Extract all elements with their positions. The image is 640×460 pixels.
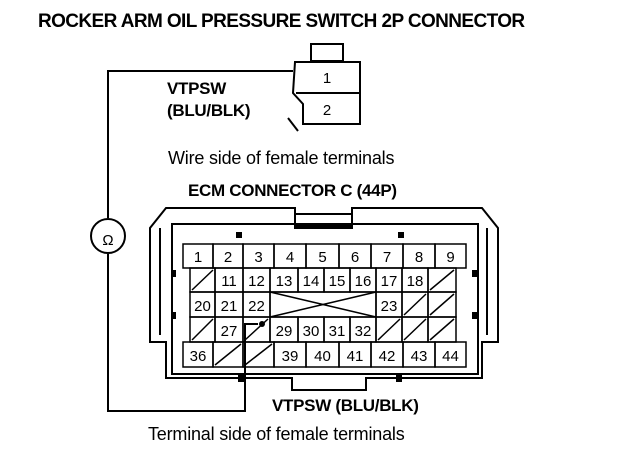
terminal-number-7: 7	[383, 249, 391, 266]
empty-cavity-slash	[244, 343, 273, 366]
meter-lead-to-ecm	[107, 254, 258, 412]
empty-cavity-slash	[377, 318, 401, 341]
terminal-number-40: 40	[314, 348, 331, 365]
latch-right-upper	[472, 270, 477, 277]
latch-bottom-left	[238, 374, 244, 382]
switch-lock-tab	[287, 117, 299, 132]
terminal-number-21: 21	[221, 298, 238, 315]
meter-lead-wires	[107, 70, 293, 412]
latch-left-upper	[171, 270, 176, 277]
switch-pin-2: 2	[323, 102, 331, 119]
probe-tip	[259, 321, 265, 327]
terminal-number-20: 20	[194, 298, 211, 315]
terminal-cell	[434, 341, 467, 368]
terminal-number-41: 41	[347, 348, 364, 365]
latch-right-lower	[472, 312, 477, 319]
ecm-wire-label: VTPSW (BLU/BLK)	[272, 396, 419, 415]
switch-connector-caption: Wire side of female terminals	[168, 148, 395, 168]
switch-connector-body	[291, 61, 361, 125]
switch-connector-tab	[310, 43, 344, 62]
ecm-connector-housing	[149, 207, 499, 391]
empty-cavity-slash	[191, 269, 214, 291]
terminal-number-9: 9	[446, 249, 454, 266]
terminal-number-1: 1	[194, 249, 202, 266]
empty-cavity-slash	[429, 269, 455, 291]
terminal-number-6: 6	[351, 249, 359, 266]
terminal-number-43: 43	[411, 348, 428, 365]
ecm-latch-marks	[171, 232, 477, 382]
meter-lead-to-switch	[107, 70, 293, 218]
terminal-number-27: 27	[221, 323, 238, 340]
terminal-number-14: 14	[303, 273, 320, 290]
switch-connector	[287, 43, 361, 132]
terminal-number-13: 13	[276, 273, 293, 290]
ecm-inner-rails	[159, 228, 488, 335]
empty-cavity-slash	[244, 318, 269, 341]
terminal-number-12: 12	[248, 273, 265, 290]
ecm-center-key	[294, 213, 353, 229]
terminal-number-39: 39	[282, 348, 299, 365]
terminal-number-31: 31	[329, 323, 346, 340]
ohmmeter-circle	[90, 218, 126, 254]
switch-wire-label-color: (BLU/BLK)	[167, 101, 251, 120]
diagram-title: ROCKER ARM OIL PRESSURE SWITCH 2P CONNEC…	[38, 11, 525, 32]
terminal-number-23: 23	[381, 298, 398, 315]
terminal-number-18: 18	[407, 273, 424, 290]
empty-cavity-slash	[429, 293, 455, 316]
terminal-number-42: 42	[379, 348, 396, 365]
terminal-number-22: 22	[248, 298, 265, 315]
terminal-number-15: 15	[329, 273, 346, 290]
switch-wire-label-name: VTPSW	[167, 79, 226, 98]
ohm-icon: Ω	[102, 232, 113, 249]
terminal-number-11: 11	[221, 273, 237, 290]
ecm-connector-title: ECM CONNECTOR C (44P)	[188, 181, 397, 200]
switch-pin-1: 1	[323, 70, 331, 87]
terminal-number-36: 36	[190, 348, 207, 365]
latch-left-lower	[171, 312, 176, 319]
terminal-number-29: 29	[276, 323, 293, 340]
ohmmeter: Ω	[90, 218, 126, 254]
terminal-number-32: 32	[355, 323, 372, 340]
empty-cavity-slash	[403, 293, 427, 316]
empty-cavity-slash	[214, 343, 242, 366]
terminal-number-3: 3	[254, 249, 262, 266]
latch-bottom-right	[396, 374, 402, 382]
latch-top-right	[398, 232, 404, 238]
terminal-number-2: 2	[224, 249, 232, 266]
terminal-number-17: 17	[381, 273, 398, 290]
ecm-terminal-frame	[171, 223, 479, 375]
ecm-connector-caption: Terminal side of female terminals	[148, 424, 405, 444]
terminal-number-4: 4	[286, 249, 294, 266]
latch-top-left	[236, 232, 242, 238]
unused-cavity-cross	[269, 291, 377, 318]
terminal-number-8: 8	[415, 249, 423, 266]
terminal-number-30: 30	[303, 323, 320, 340]
empty-cavity-slash	[403, 318, 427, 341]
terminal-number-44: 44	[442, 348, 459, 365]
empty-cavity-slash	[429, 318, 455, 341]
empty-cavity-slash	[191, 318, 214, 341]
terminal-number-5: 5	[318, 249, 326, 266]
terminal-number-16: 16	[355, 273, 372, 290]
